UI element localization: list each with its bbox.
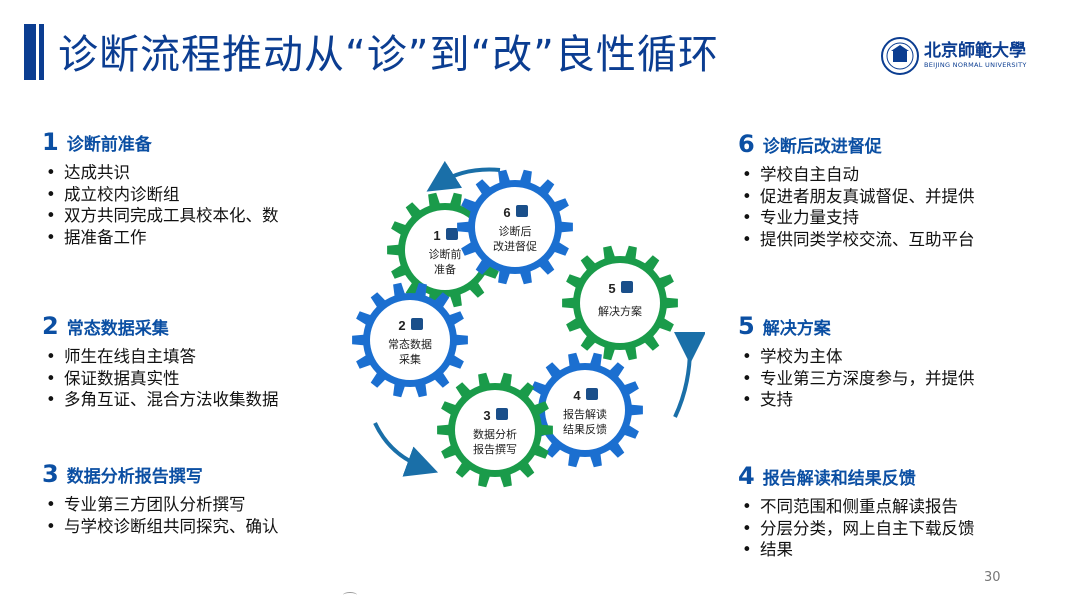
section-5: 5 解决方案 学校为主体 专业第三方深度参与，并提供 支持: [738, 312, 1058, 411]
section-number: 6: [738, 130, 755, 158]
section-title: 报告解读和结果反馈: [763, 464, 916, 489]
section-number: 3: [42, 460, 59, 488]
section-title: 诊断后改进督促: [763, 132, 882, 157]
gear-center: [580, 263, 660, 343]
list-item: 达成共识: [42, 162, 342, 184]
university-logo: 北京師範大學 BEIJING NORMAL UNIVERSITY: [880, 34, 1030, 78]
title-accent-bar: [24, 24, 36, 80]
list-item: 学校为主体: [738, 346, 1058, 368]
cycle-arrow-bottom: [375, 423, 423, 467]
list-item: 据准备工作: [42, 227, 342, 249]
section-number: 2: [42, 312, 59, 340]
university-seal-icon: [880, 36, 920, 76]
gear-label-line1: 诊断后: [499, 224, 532, 238]
people-icon: [446, 228, 458, 240]
clipboard-icon: [411, 318, 423, 330]
list-item: 专业第三方团队分析撰写: [42, 494, 342, 516]
title-accent-bar-thin: [39, 24, 44, 80]
section-number: 5: [738, 312, 755, 340]
gear-number: 4: [573, 388, 581, 403]
list-item: 提供同类学校交流、互助平台: [738, 229, 1058, 251]
footer-decoration: [343, 592, 357, 598]
list-item: 师生在线自主填答: [42, 346, 342, 368]
list-item: 专业力量支持: [738, 207, 1058, 229]
section-4: 4 报告解读和结果反馈 不同范围和侧重点解读报告 分层分类，网上自主下载反馈 结…: [738, 462, 1058, 561]
calendar-icon: [621, 281, 633, 293]
list-item: 保证数据真实性: [42, 368, 342, 390]
gear-label-line1: 数据分析: [473, 427, 517, 441]
section-number: 4: [738, 462, 755, 490]
list-item: 双方共同完成工具校本化、数: [42, 205, 342, 227]
list-item: 促进者朋友真诚督促、并提供: [738, 186, 1058, 208]
list-item: 支持: [738, 389, 1058, 411]
gear-number: 3: [483, 408, 490, 423]
gear-2: 2 常态数据采集: [352, 283, 468, 398]
page-title: 诊断流程推动从“诊”到“改”良性循环: [58, 22, 719, 80]
page-number: 30: [984, 570, 1001, 585]
list-item: 成立校内诊断组: [42, 184, 342, 206]
section-number: 1: [42, 128, 59, 156]
gear-5: 5 解决方案: [562, 246, 678, 361]
bar-chart-icon: [496, 408, 508, 420]
logo-english-name: BEIJING NORMAL UNIVERSITY: [924, 61, 1027, 69]
list-item: 多角互证、混合方法收集数据: [42, 389, 342, 411]
gear-label-line2: 采集: [399, 352, 421, 366]
gear-label-line1: 解决方案: [598, 304, 642, 318]
gear-label-line2: 结果反馈: [563, 423, 607, 436]
gear-number: 2: [398, 318, 405, 333]
list-item: 专业第三方深度参与，并提供: [738, 368, 1058, 390]
list-item: 与学校诊断组共同探究、确认: [42, 516, 342, 538]
gear-label-line1: 报告解读: [563, 407, 607, 421]
section-title: 数据分析报告撰写: [67, 462, 203, 487]
section-1: 1 诊断前准备 达成共识 成立校内诊断组 双方共同完成工具校本化、数 据准备工作: [42, 128, 342, 248]
list-item: 分层分类，网上自主下载反馈: [738, 518, 1058, 540]
gear-label-line1: 诊断前: [429, 247, 462, 261]
section-title: 诊断前准备: [67, 130, 152, 155]
section-title: 解决方案: [763, 314, 831, 339]
chart-trend-icon: [586, 388, 598, 400]
section-2: 2 常态数据采集 师生在线自主填答 保证数据真实性 多角互证、混合方法收集数据: [42, 312, 342, 411]
section-6: 6 诊断后改进督促 学校自主自动 促进者朋友真诚督促、并提供 专业力量支持 提供…: [738, 130, 1058, 250]
gear-label-line2: 报告撰写: [473, 442, 517, 456]
list-item: 结果: [738, 539, 1058, 561]
cycle-arrow-right: [675, 348, 690, 417]
section-3: 3 数据分析报告撰写 专业第三方团队分析撰写 与学校诊断组共同探究、确认: [42, 460, 342, 537]
list-item: 不同范围和侧重点解读报告: [738, 496, 1058, 518]
section-title: 常态数据采集: [67, 314, 169, 339]
list-item: 学校自主自动: [738, 164, 1058, 186]
gear-label-line2: 准备: [434, 262, 456, 276]
gear-number: 1: [433, 228, 440, 243]
gear-label-line1: 常态数据: [388, 337, 432, 351]
logo-chinese-name: 北京師範大學: [924, 36, 1026, 61]
thumbs-up-icon: [516, 205, 528, 217]
gear-number: 6: [503, 205, 510, 220]
gear-number: 5: [608, 281, 615, 296]
cycle-arrow-top: [440, 170, 500, 183]
gear-label-line2: 改进督促: [493, 239, 537, 253]
